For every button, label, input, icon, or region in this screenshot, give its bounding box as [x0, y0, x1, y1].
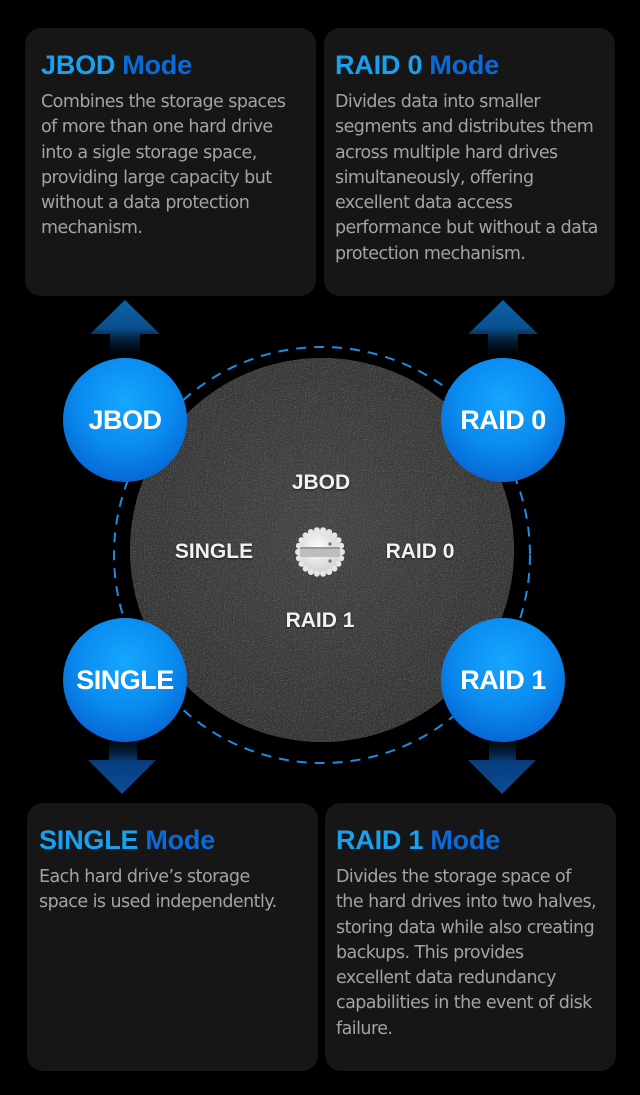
arrow-up-jbod-icon	[90, 300, 160, 362]
knob-tooth	[331, 532, 338, 539]
knob-tooth	[298, 537, 305, 544]
mode-selector-knob-icon	[295, 527, 345, 577]
title-keyword: JBOD	[41, 50, 116, 80]
title-mode: Mode	[430, 825, 501, 855]
knob-tooth	[313, 527, 320, 534]
title-mode: Mode	[122, 50, 192, 80]
bubble-jbod-label: JBOD	[88, 404, 162, 435]
title-keyword: RAID 1	[336, 825, 424, 855]
raid0-mode-description: Divides data into smaller segments and d…	[335, 92, 598, 264]
dashed-ring	[113, 346, 531, 764]
mode-dial-diagram: JBOD SINGLE RAID 0 RAID 1 JBOD RAID 0 SI…	[0, 296, 640, 803]
dial-label-single: SINGLE	[174, 540, 254, 563]
bubble-raid1-label: RAID 1	[460, 664, 546, 695]
bubble-raid1: RAID 1	[441, 618, 565, 742]
knob-tooth	[320, 570, 327, 577]
title-mode: Mode	[429, 50, 500, 80]
knob-tooth	[307, 528, 314, 535]
knob-tooth	[326, 528, 333, 535]
knob-tooth	[313, 570, 320, 577]
bubble-single-label: SINGLE	[76, 664, 174, 695]
knob-tooth	[320, 527, 327, 534]
knob-tooth	[298, 560, 305, 567]
knob-tooth	[331, 565, 338, 572]
knob-tooth	[307, 569, 314, 576]
dial-graphic	[88, 300, 538, 794]
knob-tooth	[295, 549, 301, 555]
knob-tooth	[326, 569, 333, 576]
dial-label-raid1: RAID 1	[285, 609, 355, 632]
knob-tooth	[339, 549, 345, 555]
dial-label-raid0: RAID 0	[385, 540, 455, 563]
bubble-jbod: JBOD	[63, 358, 187, 482]
title-keyword: SINGLE	[39, 825, 139, 855]
knob-tooth	[302, 565, 309, 572]
arrow-down-single-icon	[88, 730, 156, 794]
bubble-single: SINGLE	[63, 618, 187, 742]
jbod-mode-description: Combines the storage spaces of more than…	[41, 92, 286, 239]
dial-label-jbod: JBOD	[291, 471, 351, 494]
raid1-mode-description: Divides the storage space of the hard dr…	[336, 867, 597, 1039]
title-mode: Mode	[145, 825, 216, 855]
knob-tooth	[335, 560, 342, 567]
bubble-raid0-label: RAID 0	[460, 404, 546, 435]
bubble-raid0: RAID 0	[441, 358, 565, 482]
arrow-up-raid0-icon	[468, 300, 538, 362]
title-keyword: RAID 0	[335, 50, 423, 80]
single-mode-description: Each hard drive’s storage space is used …	[39, 867, 277, 913]
arrow-down-raid1-icon	[468, 730, 536, 794]
knob-tooth	[302, 532, 309, 539]
knob-tooth	[335, 537, 342, 544]
